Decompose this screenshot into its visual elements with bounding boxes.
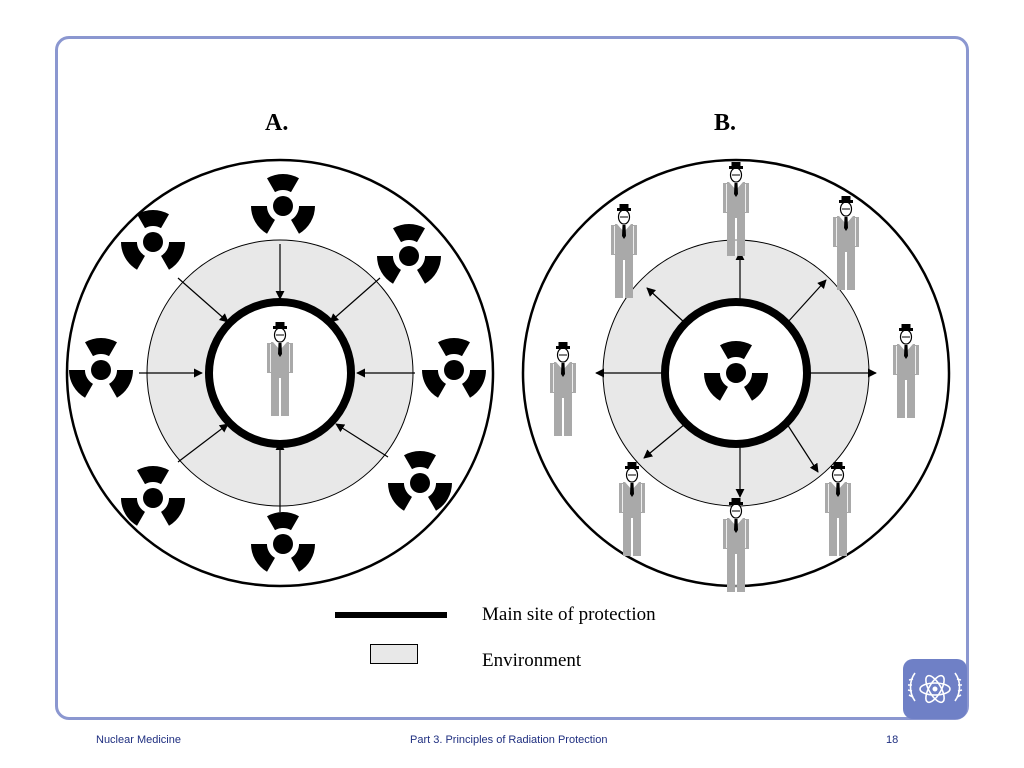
arrow-outward <box>786 279 827 324</box>
iaea-logo <box>903 659 967 719</box>
footer-section-title: Part 3. Principles of Radiation Protecti… <box>410 734 608 746</box>
arrow-outward <box>643 423 686 459</box>
legend-environment-swatch <box>370 644 418 664</box>
legend-main-site-swatch <box>335 612 447 618</box>
arrow-inward <box>335 423 389 458</box>
arrow-inward <box>329 277 381 323</box>
arrow-outward <box>786 423 819 473</box>
atom-emblem-icon <box>907 672 963 704</box>
legend-main-site-label: Main site of protection <box>482 604 656 625</box>
arrow-outward <box>646 287 686 324</box>
legend-environment-label: Environment <box>482 650 582 671</box>
panel-b-label: B. <box>714 110 737 136</box>
panel-a-label: A. <box>265 110 289 136</box>
arrow-inward <box>177 423 229 463</box>
arrow-inward <box>177 277 229 323</box>
slide-frame <box>55 36 969 720</box>
footer-page-number: 18 <box>886 734 899 746</box>
panel-a-arrows <box>139 244 415 512</box>
footer-course-title: Nuclear Medicine <box>96 734 181 746</box>
panel-b-arrows <box>595 251 877 498</box>
